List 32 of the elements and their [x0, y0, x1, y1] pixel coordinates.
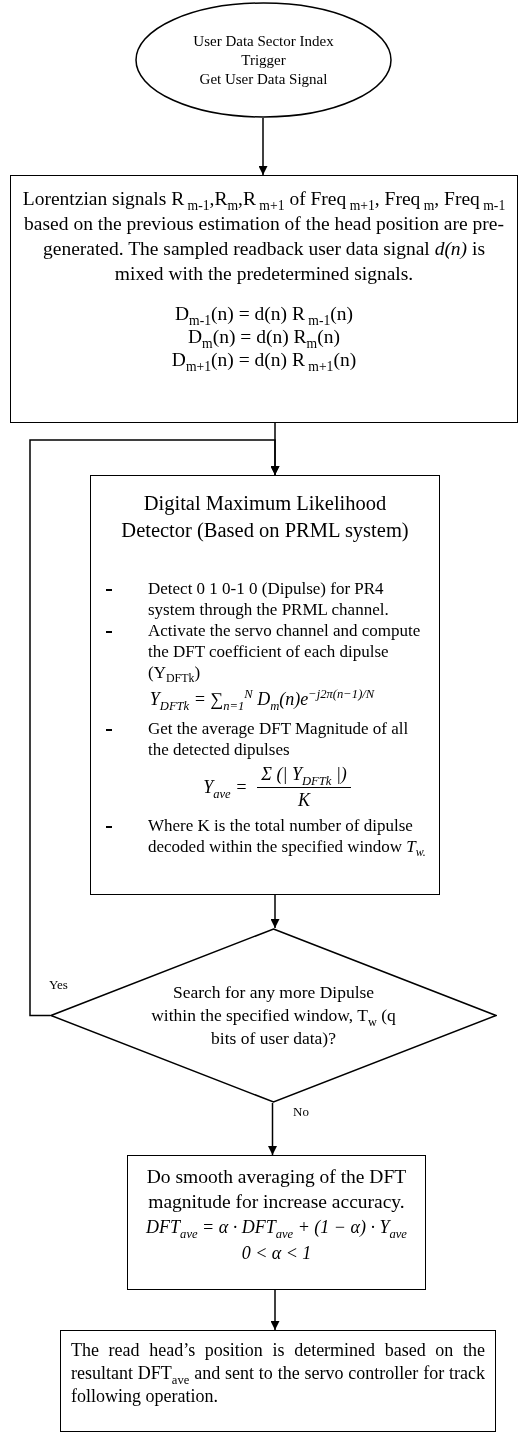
decision-text: Search for any more Dipulse within the specified window, T$_{w}$ (q bits of user data)?: [150, 981, 397, 1050]
start-ellipse: [135, 2, 392, 118]
bullet-text: Activate the servo channel and compute the DFT coefficient of each dipulse (Y$_{DFTk}$): [91, 620, 433, 683]
equation: D$_{m}$(n) = d(n) R$_{m}$(n): [187, 325, 341, 348]
formula: DFT$_{ave}$ = α · DFT$_{ave}$ + (1 − α) · Y$_{ave}$: [145, 1216, 408, 1240]
arrow: [270, 1289, 280, 1331]
description-text: Lorentzian signals R $_{m-1}$,R$_{m}$,R $_{m+1}$ of Freq $_{m+1}$, Freq $_{m}$, Freq $_{m-1}$ based on the previous estimation of the head position are pre-generated. The sampled readback user data signal d(n) is mixed with the predetermined signals.: [21, 187, 507, 286]
bullet-text: Where K is the total number of dipulse decoded within the specified window T$_{w.}$: [91, 815, 433, 857]
arrow: [268, 1102, 277, 1156]
node-text: Get User Data Signal: [199, 69, 328, 89]
process-box: [127, 1155, 426, 1290]
arrow: [270, 894, 280, 929]
formula: Y$_{ave}$ =: [203, 777, 248, 798]
process-box: [10, 175, 518, 423]
formula: K: [298, 790, 311, 811]
box-title: Digital Maximum Likelihood Detector (Based on PRML system): [120, 491, 410, 544]
formula: Y$_{DFTk}$ = ∑$_{n=1}$$^{N}$ D$_{m}$(n)e$^{−j2π(n−1)/N}$: [148, 689, 376, 710]
process-box: [60, 1330, 496, 1432]
bullet-text: Detect 0 1 0-1 0 (Dipulse) for PR4 system through the PRML channel.: [91, 578, 433, 620]
description-text: Do smooth averaging of the DFT magnitude for increase accuracy.: [145, 1165, 408, 1214]
formula: Σ (| Y$_{DFTk}$ |): [260, 764, 348, 785]
equation: D$_{m-1}$(n) = d(n) R $_{m-1}$(n): [173, 302, 355, 325]
arrow: [29, 439, 280, 1017]
formula: 0 < α < 1: [240, 1242, 313, 1265]
process-box: [90, 475, 440, 895]
description-text: The read head’s position is determined based on the resultant DFT$_{ave}$ and sent to the servo controller for track following operation.: [71, 1339, 485, 1408]
node-text: User Data Sector Index: [193, 31, 334, 51]
equation: D$_{m+1}$(n) = d(n) R $_{m+1}$(n): [170, 348, 358, 371]
decision-diamond: [50, 928, 497, 1103]
arrow: [258, 117, 268, 176]
bullet-text: Get the average DFT Magnitude of all the detected dipulses: [91, 718, 433, 760]
node-text: Trigger: [241, 50, 286, 70]
